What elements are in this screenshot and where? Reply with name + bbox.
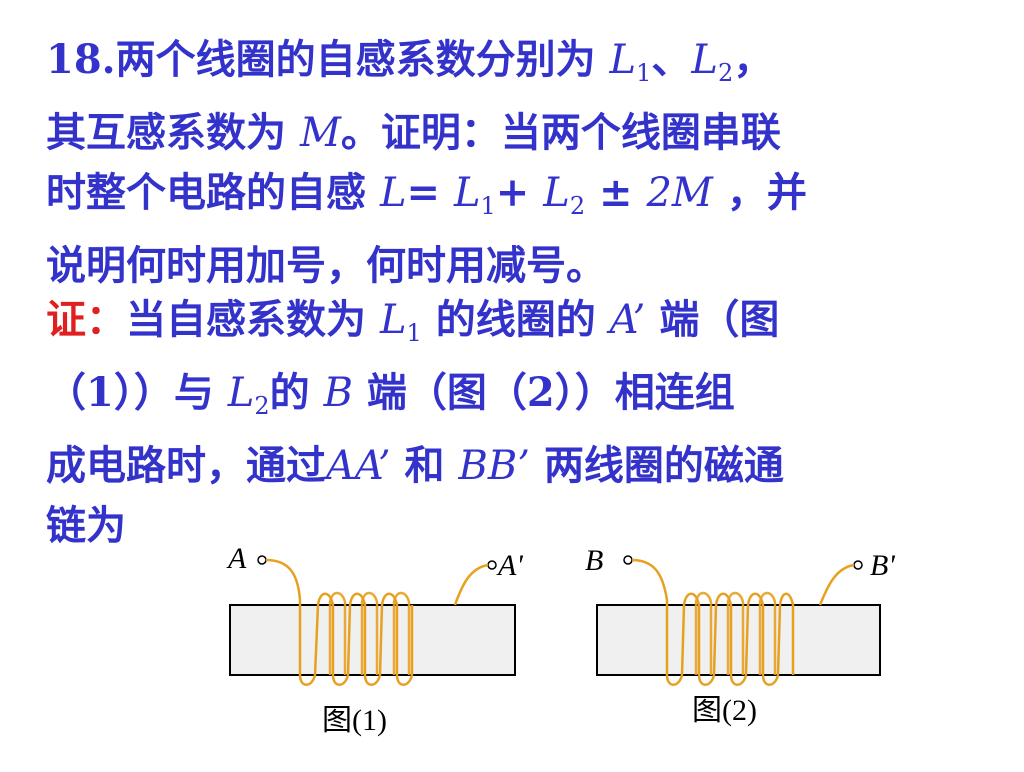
- terminal-A-prime: [487, 560, 497, 570]
- figure-2: B B' 图(2): [585, 544, 895, 727]
- math-L1: L1: [379, 297, 422, 347]
- proof-text: 两线圈的磁通: [543, 442, 784, 489]
- comma: ，: [733, 36, 774, 83]
- proof-text: 当自感系数为: [126, 296, 366, 343]
- problem-line-4: 说明何时用加号，何时用减号。: [46, 242, 606, 289]
- terminal-B: [623, 555, 633, 565]
- problem-text: 18.两个线圈的自感系数分别为: [46, 36, 596, 83]
- problem-text: 时整个电路的自感: [46, 169, 366, 216]
- problem-line-1: 18.两个线圈的自感系数分别为 L1、L2，: [46, 30, 996, 103]
- separator: 、: [651, 36, 692, 83]
- label-A: A: [226, 542, 247, 575]
- equals-sign: =: [406, 169, 441, 216]
- math-L: L: [379, 170, 407, 216]
- terminal-B-prime: [853, 560, 863, 570]
- proof-text: （1））与: [46, 369, 214, 416]
- proof-line-2: （1））与 L2的 B 端（图（2））相连组: [46, 363, 1006, 436]
- math-M: M: [299, 110, 341, 156]
- math-AA-prime: AA’: [326, 443, 391, 489]
- proof-text: 证：当自感系数为 L1 的线圈的 A’ 端（图 （1））与 L2的 B 端（图（…: [46, 290, 1006, 556]
- math-L2: L2: [691, 37, 734, 87]
- proof-line-4: 链为: [46, 502, 126, 549]
- caption-fig-1: 图(1): [322, 704, 387, 737]
- proof-text: 和: [404, 442, 445, 489]
- proof-text: 成电路时，通过: [46, 442, 326, 489]
- problem-line-3: 时整个电路的自感 L= L1+ L2 ± 2M ，并: [46, 163, 996, 236]
- proof-text: 的: [269, 369, 310, 416]
- figure-area: A A' 图(1) B B' 图(2): [0, 530, 1024, 768]
- proof-line-1: 证：当自感系数为 L1 的线圈的 A’ 端（图: [46, 290, 1006, 363]
- math-L2: L2: [227, 370, 270, 420]
- problem-text: 。证明：当两个线圈串联: [340, 109, 781, 156]
- math-A-prime: A’: [609, 297, 646, 343]
- coil-winding-2: [631, 558, 855, 686]
- proof-line-3: 成电路时，通过AA’ 和 BB’ 两线圈的磁通: [46, 436, 1006, 496]
- caption-fig-2: 图(2): [692, 694, 757, 727]
- problem-text: 其互感系数为: [46, 109, 286, 156]
- problem-line-2: 其互感系数为 M。证明：当两个线圈串联: [46, 103, 996, 163]
- math-B: B: [323, 370, 353, 416]
- proof-text: 端（图（2））相连组: [366, 369, 735, 416]
- problem-text: ，并: [726, 169, 807, 216]
- math-L2: L2: [543, 170, 586, 220]
- proof-text: 端（图: [659, 296, 780, 343]
- proof-text: 的线圈的: [435, 296, 596, 343]
- terminal-A: [257, 555, 267, 565]
- plus-minus-sign: ±: [599, 169, 633, 216]
- proof-label: 证：: [46, 296, 126, 343]
- label-B-prime: B': [870, 549, 895, 582]
- figure-1: A A' 图(1): [226, 542, 523, 737]
- math-BB-prime: BB’: [458, 443, 530, 489]
- coil-diagrams: A A' 图(1) B B' 图(2): [226, 542, 895, 737]
- math-L1: L1: [453, 170, 496, 220]
- plus-sign: +: [495, 169, 530, 216]
- core-bar-1: [229, 604, 516, 676]
- math-L1: L1: [609, 37, 652, 87]
- core-bar-2: [596, 604, 881, 676]
- math-2M: 2M: [646, 170, 713, 216]
- problem-statement: 18.两个线圈的自感系数分别为 L1、L2， 其互感系数为 M。证明：当两个线圈…: [46, 30, 996, 296]
- label-B: B: [585, 544, 603, 577]
- label-A-prime: A': [496, 549, 523, 582]
- coil-winding-1: [265, 558, 489, 686]
